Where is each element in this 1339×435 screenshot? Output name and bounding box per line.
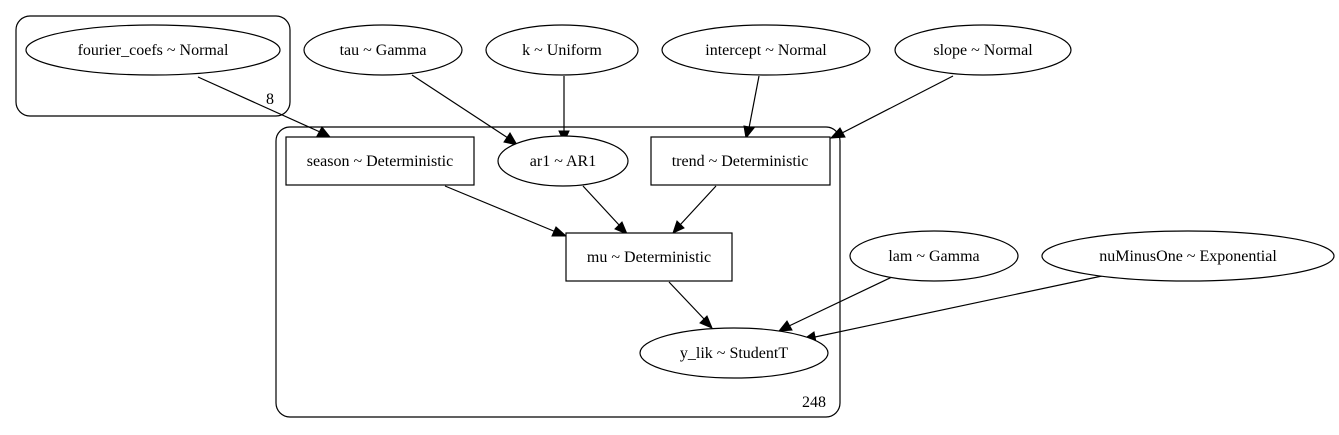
- plate-observations-label: 248: [802, 394, 826, 411]
- node-ar1[interactable]: ar1 ~ AR1: [497, 135, 629, 187]
- node-numinusone-shape: [1041, 230, 1335, 282]
- node-intercept-shape: [661, 24, 871, 76]
- edge-k-to-ar1: [558, 76, 570, 144]
- node-k-label: k ~ Uniform: [522, 42, 602, 59]
- edge-numinusone-to-ylik: [802, 275, 1103, 343]
- edge-ar1-to-mu: [582, 185, 628, 235]
- node-fourier-coefs-label: fourier_coefs ~ Normal: [78, 42, 229, 59]
- node-k-shape: [485, 24, 639, 76]
- nodes: fourier_coefs ~ Normal tau ~ Gamma k ~ U…: [25, 24, 1335, 379]
- plate-fourier: 8: [15, 15, 291, 117]
- edge-tau-to-ar1: [411, 74, 519, 146]
- edge-trend-to-mu: [672, 185, 717, 234]
- edges: [197, 74, 1103, 343]
- node-ar1-label: ar1 ~ AR1: [530, 153, 596, 170]
- node-trend[interactable]: trend ~ Deterministic: [650, 136, 831, 186]
- node-k[interactable]: k ~ Uniform: [485, 24, 639, 76]
- plate-fourier-border: [15, 15, 291, 117]
- node-y-lik-label: y_lik ~ StudentT: [680, 345, 788, 362]
- node-lam-shape: [849, 230, 1019, 282]
- node-tau-shape: [303, 24, 463, 76]
- plate-observations: 248: [275, 126, 841, 418]
- node-season-shape: [285, 136, 475, 186]
- node-slope-label: slope ~ Normal: [933, 42, 1033, 59]
- node-lam[interactable]: lam ~ Gamma: [849, 230, 1019, 282]
- node-mu-label: mu ~ Deterministic: [587, 249, 711, 266]
- node-y-lik[interactable]: y_lik ~ StudentT: [639, 327, 829, 379]
- edge-fourier-to-season: [197, 76, 332, 138]
- node-intercept[interactable]: intercept ~ Normal: [661, 24, 871, 76]
- node-intercept-label: intercept ~ Normal: [705, 42, 827, 59]
- node-trend-shape: [650, 136, 831, 186]
- node-numinusone[interactable]: nuMinusOne ~ Exponential: [1041, 230, 1335, 282]
- node-slope[interactable]: slope ~ Normal: [894, 24, 1072, 76]
- node-season-label: season ~ Deterministic: [307, 153, 453, 170]
- node-trend-label: trend ~ Deterministic: [672, 153, 809, 170]
- node-season[interactable]: season ~ Deterministic: [285, 136, 475, 186]
- node-fourier-coefs-shape: [25, 24, 281, 76]
- node-mu-shape: [565, 232, 733, 282]
- node-fourier-coefs[interactable]: fourier_coefs ~ Normal: [25, 24, 281, 76]
- node-lam-label: lam ~ Gamma: [888, 248, 979, 265]
- edge-lam-to-ylik: [777, 276, 893, 332]
- node-ar1-shape: [497, 135, 629, 187]
- node-slope-shape: [894, 24, 1072, 76]
- edge-season-to-mu: [444, 185, 568, 237]
- plate-observations-border: [275, 126, 841, 418]
- node-y-lik-shape: [639, 327, 829, 379]
- node-numinusone-label: nuMinusOne ~ Exponential: [1099, 248, 1277, 265]
- node-mu[interactable]: mu ~ Deterministic: [565, 232, 733, 282]
- edge-mu-to-ylik: [668, 281, 713, 329]
- edge-slope-to-trend: [829, 75, 954, 139]
- edge-intercept-to-trend: [743, 75, 760, 140]
- node-tau[interactable]: tau ~ Gamma: [303, 24, 463, 76]
- plate-fourier-label: 8: [266, 91, 274, 108]
- node-tau-label: tau ~ Gamma: [340, 42, 427, 59]
